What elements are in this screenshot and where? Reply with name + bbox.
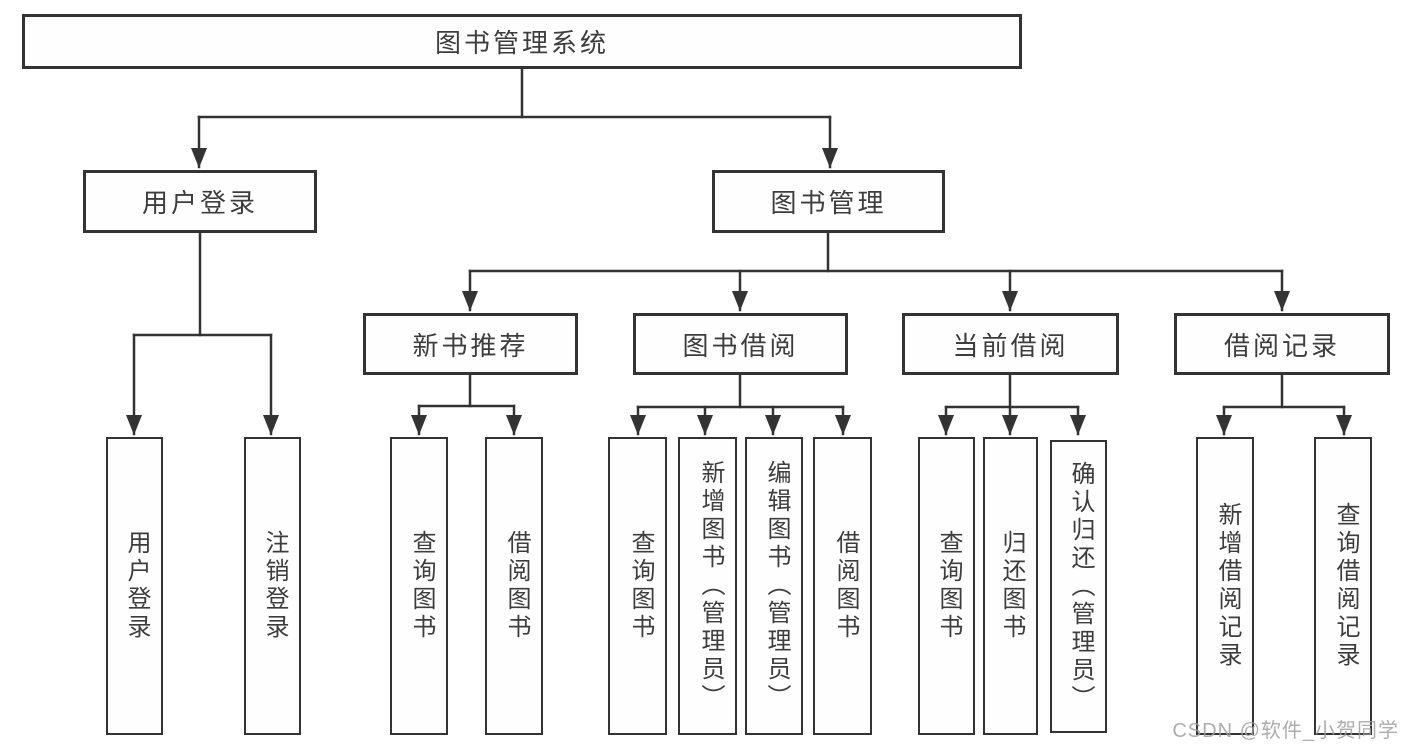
leaf-borrow-books-recommend: 借阅图书 bbox=[485, 437, 543, 735]
leaf-borrow-books-borrow: 借阅图书 bbox=[813, 437, 872, 735]
node-book-management: 图书管理 bbox=[712, 170, 945, 233]
leaf-add-borrow-record: 新增借阅记录 bbox=[1196, 437, 1254, 735]
leaf-return-book: 归还图书 bbox=[983, 437, 1038, 735]
leaf-query-books-borrow: 查询图书 bbox=[608, 437, 667, 735]
csdn-watermark: CSDN @软件_小贺同学 bbox=[1172, 720, 1399, 742]
leaf-query-borrow-record: 查询借阅记录 bbox=[1314, 437, 1372, 735]
node-current-borrow: 当前借阅 bbox=[902, 313, 1119, 375]
leaf-edit-book-admin: 编辑图书（管理员） bbox=[745, 437, 803, 735]
leaf-query-books-current: 查询图书 bbox=[918, 437, 975, 735]
node-book-borrow: 图书借阅 bbox=[633, 313, 848, 375]
node-user-login: 用户登录 bbox=[83, 170, 317, 233]
leaf-confirm-return-admin: 确认归还（管理员） bbox=[1050, 440, 1107, 733]
node-borrow-records: 借阅记录 bbox=[1174, 313, 1390, 375]
leaf-logout: 注销登录 bbox=[244, 437, 301, 735]
leaf-query-books-recommend: 查询图书 bbox=[390, 437, 448, 735]
node-root: 图书管理系统 bbox=[22, 14, 1022, 69]
leaf-add-book-admin: 新增图书（管理员） bbox=[678, 437, 737, 735]
node-new-book-recommend: 新书推荐 bbox=[363, 313, 578, 375]
leaf-user-login: 用户登录 bbox=[106, 437, 163, 735]
